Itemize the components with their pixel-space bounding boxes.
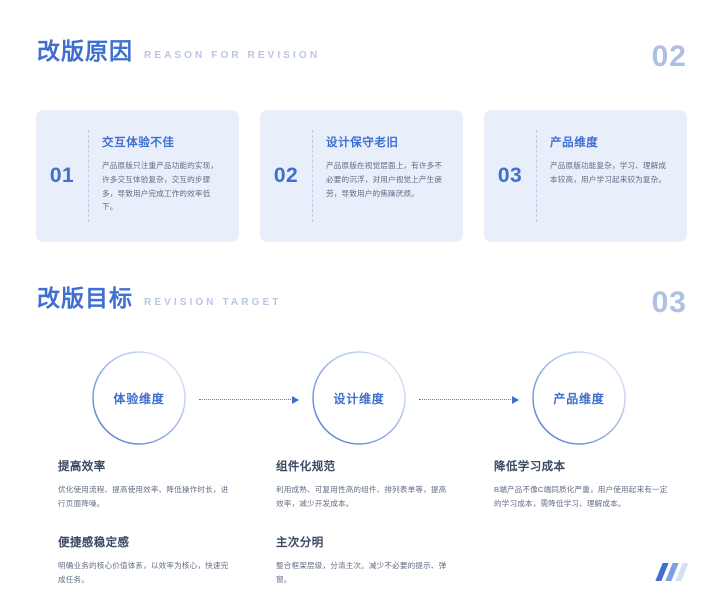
goal-column-product: 降低学习成本 B端产品不像C端同质化严重，用户使用起来有一定的学习成本，需降低学… [494, 458, 688, 600]
reason-card-number: 03 [497, 164, 523, 187]
section-header-target: 改版目标 REVISION TARGET [37, 287, 281, 310]
page-number-03: 03 [651, 286, 687, 319]
goal-text: 优化使用流程、提高使用效率、降低操作时长，进行页面降噪。 [58, 485, 229, 509]
flow-connector-arrow-1 [199, 396, 299, 404]
dotted-line-icon [419, 399, 513, 400]
section-title-cn: 改版原因 [37, 38, 133, 64]
goal-title: 组件化规范 [276, 461, 336, 473]
circle-outline-icon [92, 351, 186, 445]
dotted-line-icon [199, 399, 293, 400]
page-number-02: 02 [651, 40, 687, 73]
flow-node-label: 设计维度 [333, 391, 385, 406]
corner-slashes-decoration [655, 563, 693, 581]
flow-node-design[interactable]: 设计维度 [309, 348, 409, 448]
reason-card[interactable]: 01 交互体验不佳 产品原版只注重产品功能的实现，许多交互体验复杂，交互的步骤多… [36, 110, 239, 242]
goal-block: 组件化规范 利用成熟、可复用性高的组件、排列表单等，提高效率，减少开发成本。 [276, 458, 494, 511]
flow-diagram: 体验维度 设计维度 [36, 348, 683, 448]
goal-title: 降低学习成本 [494, 461, 566, 473]
goal-title: 主次分明 [276, 537, 324, 550]
flow-node-label: 产品维度 [553, 391, 605, 406]
reason-card-number: 02 [273, 164, 299, 187]
reason-card-text: 产品原版只注重产品功能的实现，许多交互体验复杂，交互的步骤多，导致用户完成工作的… [102, 161, 219, 212]
reason-card[interactable]: 02 设计保守老旧 产品原版在视觉层面上，有许多不必要的沉浮，对用户视觉上产生疲… [260, 110, 463, 242]
reason-card-body: 产品维度 产品原版功能复杂，学习、理解成本较高，用户学习起来较为复杂。 [537, 110, 687, 242]
goal-block: 降低学习成本 B端产品不像C端同质化严重，用户使用起来有一定的学习成本，需降低学… [494, 458, 688, 511]
reason-card-title: 产品维度 [550, 137, 599, 149]
reason-card-body: 交互体验不佳 产品原版只注重产品功能的实现，许多交互体验复杂，交互的步骤多，导致… [89, 110, 239, 242]
goal-title: 提高效率 [58, 461, 106, 473]
section-title-cn: 改版目标 [37, 285, 133, 311]
goal-column-design: 组件化规范 利用成熟、可复用性高的组件、排列表单等，提高效率，减少开发成本。 主… [276, 458, 494, 600]
arrow-head-icon [512, 396, 519, 404]
section-header-reason: 改版原因 REASON FOR REVISION [37, 40, 320, 63]
section-title-en: REVISION TARGET [144, 297, 282, 308]
goal-title: 便捷感稳定感 [58, 537, 130, 550]
flow-node-product[interactable]: 产品维度 [529, 348, 629, 448]
arrow-head-icon [292, 396, 299, 404]
flow-node-experience[interactable]: 体验维度 [89, 348, 189, 448]
reason-card-text: 产品原版在视觉层面上，有许多不必要的沉浮，对用户视觉上产生疲劳，导致用户的焦躁厌… [326, 161, 443, 198]
goal-column-experience: 提高效率 优化使用流程、提高使用效率、降低操作时长，进行页面降噪。 便捷感稳定感… [58, 458, 276, 600]
reason-card-title: 设计保守老旧 [326, 137, 399, 149]
reason-card-divider [536, 130, 537, 222]
reason-card-text: 产品原版功能复杂，学习、理解成本较高，用户学习起来较为复杂。 [550, 161, 667, 184]
circle-outline-icon [532, 351, 626, 445]
goal-block: 主次分明 整合框架层级，分清主次。减少不必要的提示、弹窗。 [276, 534, 494, 587]
reason-card-divider [88, 130, 89, 222]
reason-card-list: 01 交互体验不佳 产品原版只注重产品功能的实现，许多交互体验复杂，交互的步骤多… [36, 110, 687, 242]
goal-text: 利用成熟、可复用性高的组件、排列表单等，提高效率，减少开发成本。 [276, 485, 447, 509]
circle-outline-icon [312, 351, 406, 445]
goal-text: B端产品不像C端同质化严重，用户使用起来有一定的学习成本，需降低学习、理解成本。 [494, 485, 668, 509]
goal-column-list: 提高效率 优化使用流程、提高使用效率、降低操作时长，进行页面降噪。 便捷感稳定感… [58, 458, 688, 600]
goal-block: 便捷感稳定感 明确业务的核心价值体系，以效率为核心，快速完成任务。 [58, 534, 276, 587]
goal-text: 整合框架层级，分清主次。减少不必要的提示、弹窗。 [276, 561, 447, 585]
reason-card-title: 交互体验不佳 [102, 137, 175, 149]
goal-text: 明确业务的核心价值体系，以效率为核心，快速完成任务。 [58, 561, 229, 585]
reason-card[interactable]: 03 产品维度 产品原版功能复杂，学习、理解成本较高，用户学习起来较为复杂。 [484, 110, 687, 242]
flow-connector-arrow-2 [419, 396, 519, 404]
section-title-en: REASON FOR REVISION [144, 50, 321, 61]
goal-block: 提高效率 优化使用流程、提高使用效率、降低操作时长，进行页面降噪。 [58, 458, 276, 511]
reason-card-divider [312, 130, 313, 222]
flow-node-label: 体验维度 [113, 391, 165, 406]
reason-card-number: 01 [49, 164, 75, 187]
reason-card-body: 设计保守老旧 产品原版在视觉层面上，有许多不必要的沉浮，对用户视觉上产生疲劳，导… [313, 110, 463, 242]
